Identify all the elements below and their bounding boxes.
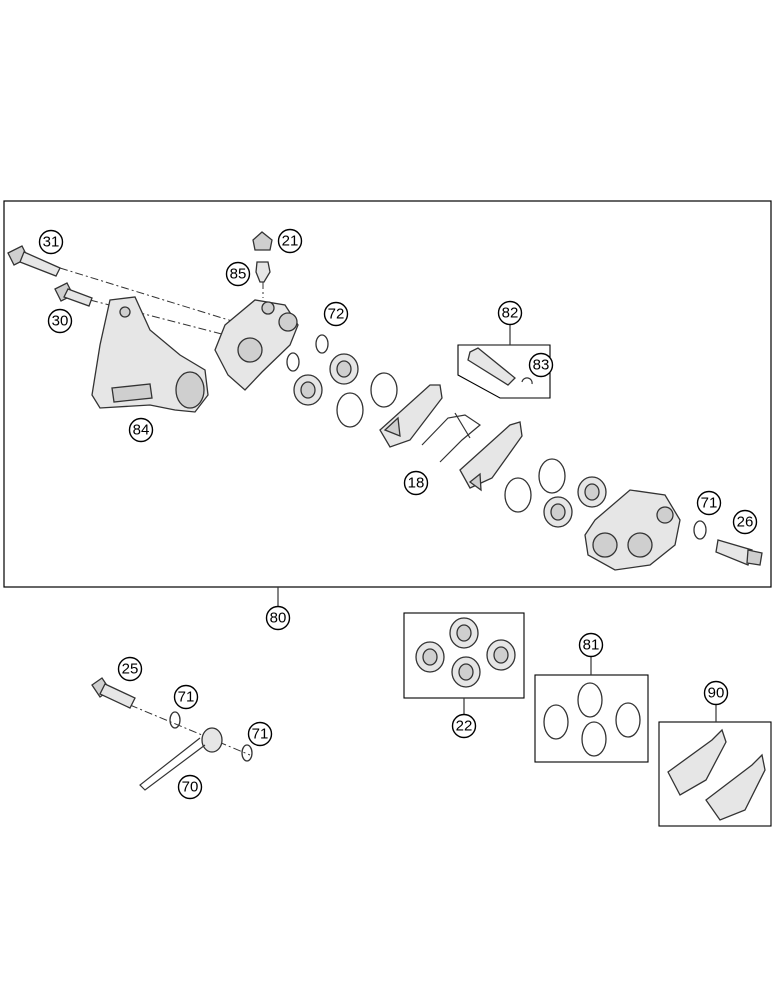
callout-71-upper: 71 (696, 490, 722, 516)
pad-spring-18 (421, 412, 482, 463)
pad-set-90 (667, 728, 766, 821)
caliper-housing-right (584, 489, 681, 571)
svg-text:70: 70 (182, 779, 199, 796)
svg-text:82: 82 (502, 305, 519, 322)
o-ring-71-upper (693, 520, 707, 540)
svg-text:71: 71 (701, 495, 718, 512)
callout-26: 26 (732, 509, 758, 535)
piston-right-2 (577, 476, 607, 508)
seal-set-81-box (534, 674, 649, 763)
caliper-housing-left (214, 299, 299, 391)
svg-text:83: 83 (533, 357, 550, 374)
svg-text:25: 25 (122, 661, 139, 678)
brake-pad-2 (459, 421, 523, 492)
callout-71-lower-1: 71 (173, 684, 199, 710)
callout-30: 30 (47, 308, 73, 334)
callout-25: 25 (117, 656, 143, 682)
piston-right-1 (543, 496, 573, 528)
callout-82: 82 (497, 300, 523, 326)
svg-text:21: 21 (282, 233, 299, 250)
svg-text:81: 81 (583, 637, 600, 654)
svg-text:72: 72 (328, 306, 345, 323)
callout-71-lower-2: 71 (247, 721, 273, 747)
callout-72: 72 (323, 301, 349, 327)
o-ring-small (286, 352, 300, 372)
svg-text:71: 71 (252, 726, 269, 743)
main-assembly-frame (3, 200, 772, 588)
bleeder-cap-21 (252, 231, 273, 251)
callout-84: 84 (128, 417, 154, 443)
svg-text:22: 22 (456, 718, 473, 735)
axis-line-31 (59, 267, 246, 326)
caliper-bracket-84 (91, 296, 209, 413)
callout-31: 31 (38, 229, 64, 255)
callout-81: 81 (578, 632, 604, 658)
callout-22: 22 (451, 713, 477, 739)
callout-80: 80 (265, 605, 291, 631)
callout-85: 85 (225, 261, 251, 287)
o-ring-71-lower-2 (241, 744, 253, 762)
piston-set-22 (415, 617, 516, 688)
pad-set-90-box (658, 721, 772, 827)
seal-ring-2 (370, 372, 398, 408)
callout-18: 18 (403, 470, 429, 496)
callout-21: 21 (277, 228, 303, 254)
svg-text:80: 80 (270, 610, 287, 627)
o-ring-71-lower-1 (169, 711, 181, 729)
axis-line-hose (129, 704, 251, 756)
seal-set-81 (543, 682, 641, 757)
bleeder-screw-85 (255, 261, 271, 283)
svg-text:90: 90 (708, 685, 725, 702)
brake-hose-70 (139, 727, 223, 791)
svg-text:30: 30 (52, 313, 69, 330)
piston-left-1 (293, 374, 323, 406)
svg-text:18: 18 (408, 475, 425, 492)
bolt-31 (7, 245, 61, 277)
callout-90: 90 (703, 680, 729, 706)
pin-26 (715, 539, 763, 566)
svg-text:26: 26 (737, 514, 754, 531)
banjo-bolt-25 (91, 677, 136, 709)
callout-70: 70 (177, 774, 203, 800)
svg-text:84: 84 (133, 422, 150, 439)
bolt-30 (54, 282, 93, 307)
seal-ring-3 (504, 477, 532, 513)
piston-left-2 (329, 353, 359, 385)
svg-text:31: 31 (43, 234, 60, 251)
callout-83: 83 (528, 352, 554, 378)
seal-ring-1 (336, 392, 364, 428)
svg-text:85: 85 (230, 266, 247, 283)
brake-pad-1 (379, 384, 443, 448)
svg-text:71: 71 (178, 689, 195, 706)
seal-ring-4 (538, 458, 566, 494)
o-ring-72 (315, 334, 329, 354)
axis-line-30 (89, 299, 246, 341)
